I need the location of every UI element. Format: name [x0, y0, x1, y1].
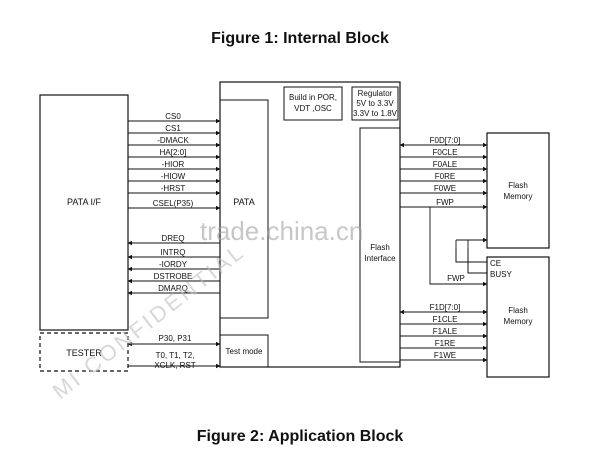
signal-label: DSTROBE	[154, 272, 193, 281]
flash-memory-2-block	[486, 256, 550, 378]
tester-signals	[127, 341, 221, 369]
site-watermark: trade.china.cn	[200, 216, 363, 246]
flash-interface-line-1: Flash	[370, 243, 390, 252]
por-line-2: VDT ,OSC	[294, 104, 332, 113]
flash-memory-2-line-1: Flash	[508, 306, 528, 315]
regulator-line-1: Regulator	[358, 89, 393, 98]
signal-label: F0D[7:0]	[430, 136, 461, 145]
signal-label: T0, T1, T2,	[156, 351, 195, 360]
tester-block	[39, 332, 129, 372]
regulator-block	[351, 86, 399, 121]
signal-label: F0RE	[435, 172, 455, 181]
pata-label: PATA	[233, 197, 255, 207]
signal-label: P30, P31	[159, 334, 192, 343]
pata-if-block	[39, 94, 129, 331]
pata-output-signals	[127, 240, 220, 296]
signal-label: CE	[490, 259, 501, 268]
signal-label: F0CLE	[433, 148, 458, 157]
flash-memory-2-line-2: Memory	[504, 317, 533, 326]
signal-label: CS1	[165, 124, 181, 133]
signal-label: F1D[7:0]	[430, 303, 461, 312]
pata-block	[219, 99, 269, 319]
signal-label: -DMACK	[157, 136, 189, 145]
flash-memory-1-line-1: Flash	[508, 181, 528, 190]
signal-label: FWP	[447, 274, 465, 283]
por-line-1: Build in POR,	[289, 93, 337, 102]
signal-label: F1CLE	[433, 315, 458, 324]
tester-label: TESTER	[66, 348, 102, 358]
figure-2-title: Figure 2: Application Block	[196, 428, 404, 445]
shared-control-wiring	[429, 207, 488, 287]
signal-label: XCLK, RST	[154, 361, 195, 370]
signal-label: -IORDY	[159, 260, 188, 269]
regulator-line-3: 3.3V to 1.8V	[353, 109, 398, 118]
signal-label: F0ALE	[433, 160, 457, 169]
signal-label: -HIOR	[162, 160, 185, 169]
flash0-signals	[399, 142, 488, 210]
signal-label: HA[2:0]	[160, 148, 187, 157]
signal-label: -HRST	[161, 184, 186, 193]
signal-label: F1ALE	[433, 327, 457, 336]
signal-label: F1RE	[435, 339, 455, 348]
signal-label: INTRQ	[161, 248, 186, 257]
flash-memory-1-block	[486, 132, 550, 249]
flash-interface-block	[359, 127, 401, 363]
flash1-signals	[399, 309, 488, 363]
pata-input-signals	[128, 118, 221, 211]
pata-if-label: PATA I/F	[67, 197, 102, 207]
test-mode-label: Test mode	[226, 347, 263, 356]
signal-label: BUSY	[490, 270, 512, 279]
signal-label: DREQ	[161, 234, 184, 243]
flash-interface-line-2: Interface	[364, 254, 396, 263]
por-block	[283, 86, 343, 121]
signal-label: CSEL(P35)	[153, 199, 194, 208]
signal-label: F1WE	[434, 351, 456, 360]
figure-1-title: Figure 1: Internal Block	[211, 30, 389, 47]
signal-label: DMARQ	[158, 284, 188, 293]
signal-label: F0WE	[434, 184, 456, 193]
flash-memory-1-line-2: Memory	[504, 192, 533, 201]
regulator-line-2: 5V to 3.3V	[356, 99, 394, 108]
signal-label: -HIOW	[161, 172, 186, 181]
signal-label: CS0	[165, 112, 181, 121]
signal-label: FWP	[436, 198, 454, 207]
test-mode-block	[219, 334, 269, 368]
